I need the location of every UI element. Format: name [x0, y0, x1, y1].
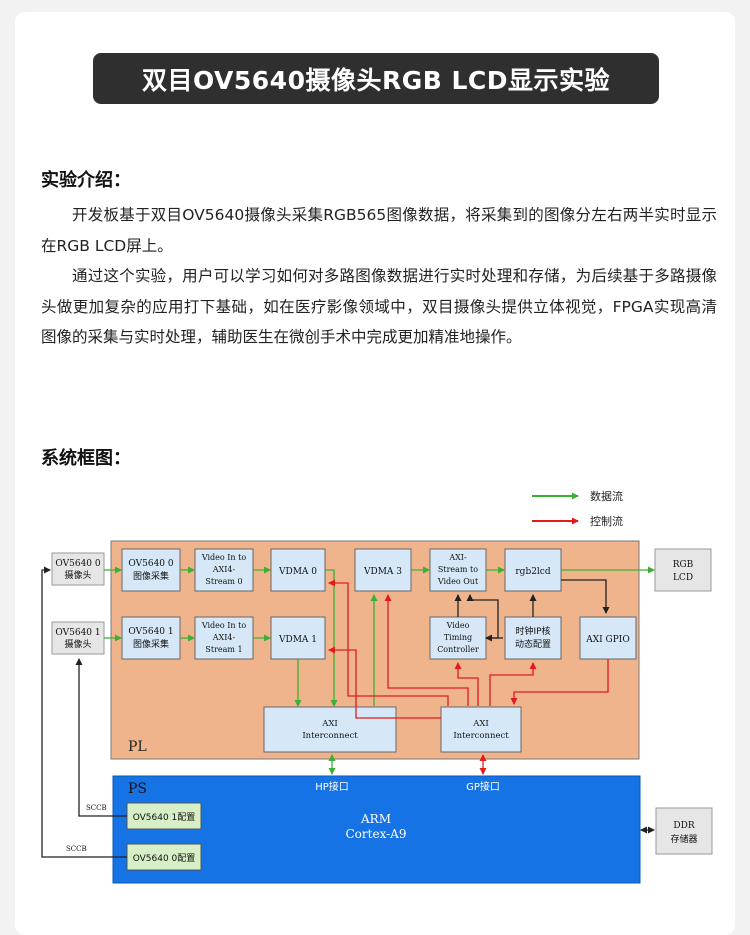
legend-control-label: 控制流 [590, 514, 623, 528]
pl-label: PL [128, 739, 147, 755]
title-banner: 双目OV5640摄像头RGB LCD显示实验 [93, 53, 659, 104]
video-in-0-block [194, 548, 254, 592]
vtc-line2: Timing [444, 633, 472, 642]
vdma-3-label: VDMA 3 [363, 567, 402, 577]
interconnect-hp-line2: Interconnect [302, 731, 358, 741]
hp-port-label: HP接口 [315, 780, 349, 793]
rgb-lcd-block [654, 548, 712, 592]
capture-1-line1: OV5640 1 [128, 627, 173, 637]
video-in-1-line2: AXI4- [212, 633, 236, 642]
axi-gpio-label: AXI GPIO [585, 635, 630, 645]
video-in-1-line1: Video In to [201, 621, 246, 630]
camera-1-block [51, 621, 105, 655]
vdma-0-label: VDMA 0 [278, 567, 317, 577]
sccb-0-label: SCCB [66, 845, 87, 853]
intro-paragraph-1: 开发板基于双目OV5640摄像头采集RGB565图像数据，将采集到的图像分左右两… [41, 206, 717, 255]
ddr-line2: 存储器 [670, 833, 697, 845]
config-0-block [126, 843, 202, 871]
vdma-3-block [354, 548, 412, 592]
capture-0-line2: 图像采集 [133, 570, 169, 582]
video-in-1-block [194, 616, 254, 660]
ddr-line1: DDR [673, 821, 694, 831]
sccb-1-label: SCCB [86, 804, 107, 812]
camera-1-line1: OV5640 1 [55, 628, 100, 638]
clock-ip-block [504, 616, 562, 660]
vtc-line3: Controller [437, 645, 479, 654]
vtc-block [429, 616, 487, 660]
video-in-0-line1: Video In to [201, 553, 246, 562]
diagram-heading: 系统框图： [41, 448, 131, 469]
rgb2lcd-block [504, 548, 562, 592]
legend-data-label: 数据流 [590, 489, 623, 503]
axis-to-video-block [429, 548, 487, 592]
axis-to-video-line3: Video Out [437, 577, 479, 586]
intro-paragraph-2: 通过这个实验，用户可以学习如何对多路图像数据进行实时处理和存储，为后续基于多路摄… [41, 267, 717, 346]
signal-lines [41, 566, 655, 858]
capture-0-line1: OV5640 0 [128, 559, 173, 569]
control-flow-arrows [328, 579, 609, 775]
video-in-1-line3: Stream 1 [205, 645, 242, 654]
interconnect-gp-block [440, 706, 522, 753]
interconnect-gp-line1: AXI [472, 719, 489, 729]
page-title: 双目OV5640摄像头RGB LCD显示实验 [141, 65, 611, 95]
rgb-lcd-line2: LCD [673, 573, 693, 583]
camera-0-line2: 摄像头 [64, 569, 91, 581]
capture-1-line2: 图像采集 [133, 638, 169, 650]
intro-heading: 实验介绍： [41, 170, 131, 191]
config-1-label: OV5640 1配置 [133, 812, 196, 823]
ddr-block [655, 807, 713, 855]
rgb-lcd-line1: RGB [673, 560, 694, 570]
vtc-line1: Video [446, 621, 470, 630]
clock-ip-line1: 时钟IP核 [515, 625, 550, 637]
config-1-block [126, 802, 202, 830]
ps-label: PS [128, 781, 147, 797]
arm-line1: ARM [360, 812, 391, 826]
vdma-1-block [270, 616, 326, 660]
interconnect-hp-line1: AXI [321, 719, 338, 729]
camera-0-line1: OV5640 0 [55, 559, 100, 569]
video-in-0-line2: AXI4- [212, 565, 236, 574]
arm-line2: Cortex-A9 [346, 827, 407, 841]
axi-gpio-block [579, 616, 637, 660]
gp-port-label: GP接口 [466, 780, 500, 793]
camera-1-line2: 摄像头 [64, 638, 91, 650]
data-flow-arrows [104, 566, 655, 775]
interconnect-gp-line2: Interconnect [453, 731, 509, 741]
vdma-1-label: VDMA 1 [278, 635, 317, 645]
axis-to-video-line1: AXI- [448, 553, 467, 562]
axis-to-video-line2: Stream to [438, 565, 478, 574]
video-in-0-line3: Stream 0 [205, 577, 242, 586]
camera-0-block [51, 552, 105, 586]
clock-ip-line2: 动态配置 [515, 638, 551, 650]
config-0-label: OV5640 0配置 [133, 853, 196, 864]
rgb2lcd-label: rgb2lcd [515, 567, 550, 577]
capture-1-block [121, 616, 181, 660]
capture-0-block [121, 548, 181, 592]
interconnect-hp-block [263, 706, 397, 753]
